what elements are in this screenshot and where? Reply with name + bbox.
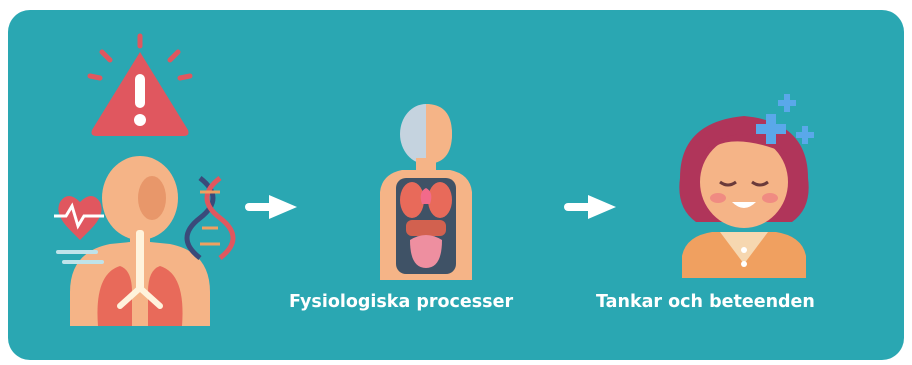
stress-body-illustration [40, 30, 240, 330]
warning-icon [90, 36, 190, 136]
label-thoughts-behaviors: Tankar och beteenden [596, 292, 815, 312]
label-physiological-processes: Fysiologiska processer [289, 292, 513, 312]
arrow-right-icon [243, 193, 299, 221]
heart-pulse-icon [54, 196, 104, 262]
body-anatomy-icon [360, 100, 492, 280]
dna-icon [187, 178, 233, 258]
arrow-right-icon [562, 193, 618, 221]
calm-woman-icon [662, 90, 826, 280]
